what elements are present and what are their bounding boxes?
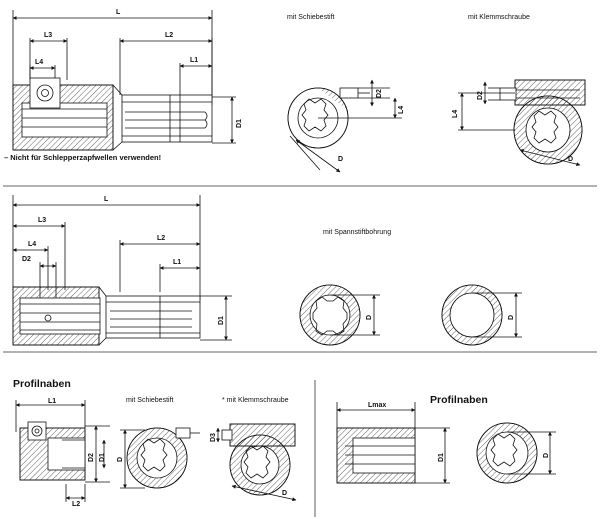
dim-label-L3: L3 (44, 32, 53, 39)
section2-shaft-drawing (12, 195, 232, 346)
section-title-profilnaben-left: Profilnaben (13, 378, 71, 390)
dim-label-D-screw: D (282, 490, 288, 497)
section2-end-view-b (441, 284, 522, 346)
dim-label-Lmax: Lmax (368, 402, 387, 409)
section1-shaft-drawing (12, 10, 236, 151)
dim-label-D2-screw: D2 (477, 91, 484, 100)
dim-label-D2: D2 (88, 453, 95, 462)
dim-label-D: D (543, 452, 550, 458)
dim-label-D2-pin: D2 (376, 89, 383, 98)
dim-label-L: L (104, 196, 109, 203)
caption-schiebestift: mit Schiebestift (287, 14, 335, 21)
dim-label-L4: L4 (35, 59, 44, 66)
dim-label-L: L (116, 9, 121, 16)
dim-label-L2: L2 (72, 501, 81, 508)
caption-klemmschraube-small: * mit Klemmschraube (222, 397, 289, 404)
dim-label-D-a: D (366, 314, 373, 320)
section1-end-view-screw (458, 79, 586, 167)
section-title-profilnaben-right: Profilnaben (430, 394, 488, 406)
dim-label-D-pin: D (338, 156, 344, 163)
section3-hub-side-view (15, 400, 110, 502)
dim-label-D3: D3 (210, 433, 217, 442)
section3-screw-end-view (216, 423, 297, 502)
dim-label-L1: L1 (173, 259, 182, 266)
section1-end-view-pin (287, 79, 402, 173)
dim-label-D-pin: D (117, 456, 124, 462)
section3-pin-end-view (120, 427, 200, 489)
dim-label-D1: D1 (99, 453, 106, 462)
caption-spannstiftbohrung: mit Spannstiftbohrung (323, 229, 392, 236)
dim-label-D-screw: D (568, 156, 574, 163)
dim-label-L4-pin: L4 (398, 105, 405, 114)
section2-end-view-a (299, 284, 380, 346)
warning-note: – Nicht für Schlepperzapfwellen verwende… (4, 153, 162, 162)
dim-label-D1: D1 (218, 316, 225, 325)
dim-label-L4: L4 (28, 241, 37, 248)
dim-label-D1: D1 (438, 453, 445, 462)
caption-schiebestift-small: mit Schiebestift (126, 397, 174, 404)
dim-label-L3: L3 (38, 217, 47, 224)
dim-label-L1: L1 (48, 398, 57, 405)
dim-label-D-b: D (508, 314, 515, 320)
dim-label-L2: L2 (157, 235, 166, 242)
dim-label-D2: D2 (22, 256, 31, 263)
section3-plain-hub-end-view (476, 422, 556, 484)
dim-label-D1: D1 (236, 119, 243, 128)
dim-label-L4-screw: L4 (452, 109, 459, 118)
section3-plain-hub-side-view (336, 402, 450, 484)
caption-klemmschraube: mit Klemmschraube (468, 14, 530, 21)
dim-label-L2: L2 (165, 32, 174, 39)
dim-label-L1: L1 (190, 57, 199, 64)
